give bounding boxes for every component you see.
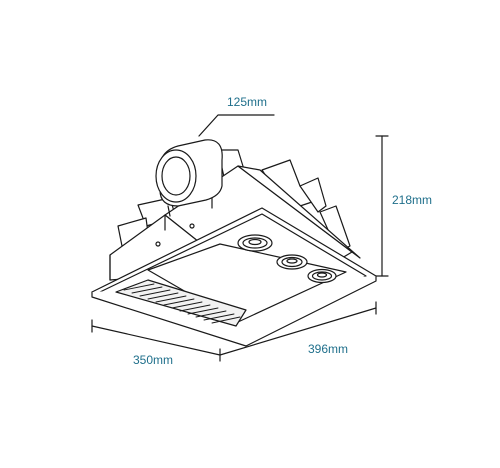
height-label: 218mm	[392, 193, 433, 207]
dimension-lines	[91, 114, 389, 362]
duct-diameter-label: 125mm	[227, 95, 268, 109]
length-dimension-line	[219, 307, 377, 356]
duct-diameter-leader	[198, 114, 275, 137]
duct-outlet	[155, 139, 223, 217]
lamp-2	[276, 254, 308, 270]
heater-grille-slats	[123, 283, 241, 324]
width-dimension-line	[91, 325, 221, 356]
width-label: 350mm	[133, 353, 174, 367]
lamp-3	[307, 268, 337, 284]
heat-lamps	[237, 234, 337, 284]
lamp-1	[237, 234, 273, 252]
length-label: 396mm	[308, 342, 349, 356]
screw-holes	[155, 223, 195, 247]
